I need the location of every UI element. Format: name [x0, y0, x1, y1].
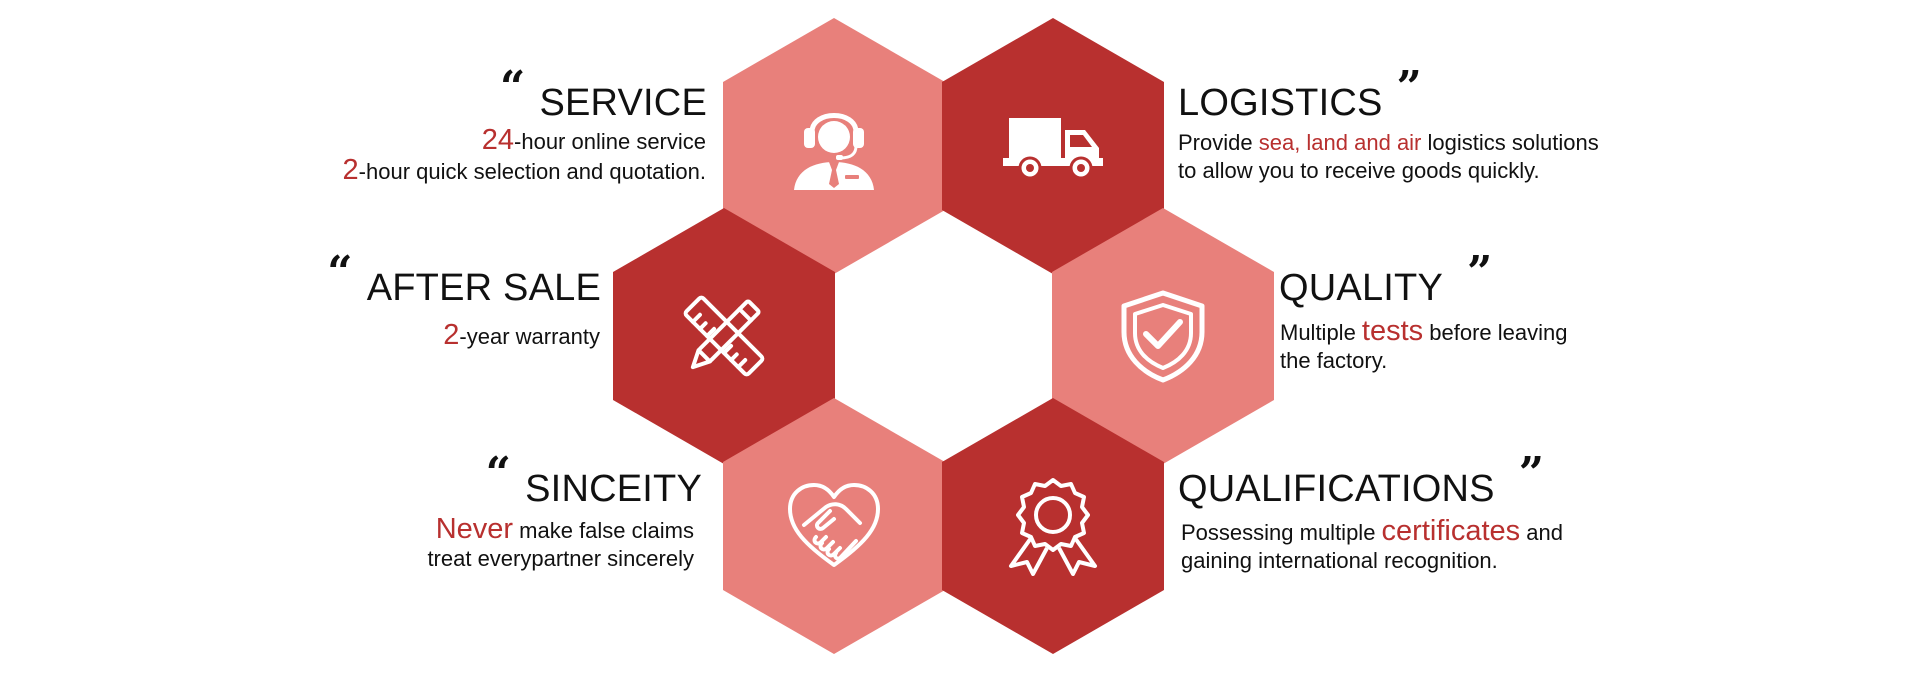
after-sale-accent: 2 — [443, 319, 460, 351]
close-quote-mark: ” — [1518, 448, 1545, 499]
sinceity-title-text: SINCEITY — [525, 468, 702, 510]
sinceity-title: “ SINCEITY — [486, 452, 702, 510]
quality-title: QUALITY ” — [1279, 251, 1493, 309]
quality-line-1: Multiple tests before leaving — [1280, 317, 1568, 347]
qualifications-title: QUALIFICATIONS ” — [1178, 452, 1544, 510]
open-quote-mark: “ — [327, 247, 353, 298]
logistics-line-1-prefix: Provide — [1178, 130, 1259, 155]
service-accent-1: 24 — [481, 124, 515, 156]
close-quote-mark: ” — [1396, 62, 1423, 113]
qualifications-description: Possessing multiple certificates and gai… — [1181, 517, 1563, 575]
close-quote-mark: ” — [1467, 247, 1493, 298]
quality-line-2: the factory. — [1280, 348, 1388, 373]
qualifications-line-2: gaining international recognition. — [1181, 548, 1498, 573]
service-line-1: 24-hour online service — [343, 126, 706, 156]
quality-line-1-rest: before leaving — [1423, 320, 1568, 345]
service-description: 24-hour online service 2-hour quick sele… — [343, 126, 706, 186]
quality-accent: tests — [1361, 315, 1424, 347]
quality-title-text: QUALITY — [1279, 267, 1443, 309]
logistics-title-text: LOGISTICS — [1178, 82, 1383, 124]
logistics-description: Provide sea, land and air logistics solu… — [1178, 129, 1599, 185]
sinceity-line-2: treat everypartner sincerely — [427, 546, 694, 571]
qualifications-title-text: QUALIFICATIONS — [1178, 468, 1495, 510]
award-badge-icon — [1009, 478, 1097, 576]
pencil-ruler-icon — [683, 295, 765, 377]
logistics-accent: sea, land and air — [1258, 130, 1422, 155]
service-title: “ SERVICE — [500, 66, 707, 124]
sinceity-line-1-text: make false claims — [513, 518, 694, 543]
logistics-line-1: Provide sea, land and air logistics solu… — [1178, 129, 1599, 157]
logistics-line-2: to allow you to receive goods quickly. — [1178, 158, 1540, 183]
quality-description: Multiple tests before leaving the factor… — [1280, 317, 1568, 375]
after-sale-line-1: 2-year warranty — [443, 321, 600, 351]
qualifications-accent: certificates — [1381, 515, 1521, 547]
after-sale-title: “ AFTER SALE — [327, 251, 601, 309]
qualifications-line-1: Possessing multiple certificates and — [1181, 517, 1563, 547]
service-accent-2: 2 — [342, 154, 359, 186]
after-sale-description: 2-year warranty — [443, 321, 600, 351]
sinceity-description: Never make false claims treat everypartn… — [427, 515, 694, 573]
logistics-title: LOGISTICS ” — [1178, 66, 1422, 124]
service-line-2: 2-hour quick selection and quotation. — [343, 156, 706, 186]
service-line-1-text: -hour online service — [514, 129, 706, 154]
after-sale-line-1-text: -year warranty — [459, 324, 600, 349]
logistics-line-1-rest: logistics solutions — [1421, 130, 1599, 155]
sinceity-line-1: Never make false claims — [427, 515, 694, 545]
customer-service-icon — [794, 113, 874, 190]
open-quote-mark: “ — [485, 448, 512, 499]
qualifications-line-1-rest: and — [1520, 520, 1563, 545]
sinceity-accent: Never — [435, 513, 514, 545]
shield-check-icon — [1121, 290, 1205, 383]
service-line-2-text: -hour quick selection and quotation. — [358, 159, 706, 184]
truck-icon — [1003, 118, 1103, 180]
quality-line-1-prefix: Multiple — [1280, 320, 1362, 345]
service-title-text: SERVICE — [539, 82, 707, 124]
after-sale-title-text: AFTER SALE — [366, 267, 601, 309]
qualifications-line-1-prefix: Possessing multiple — [1181, 520, 1382, 545]
heart-handshake-icon — [788, 483, 880, 567]
open-quote-mark: “ — [499, 62, 526, 113]
